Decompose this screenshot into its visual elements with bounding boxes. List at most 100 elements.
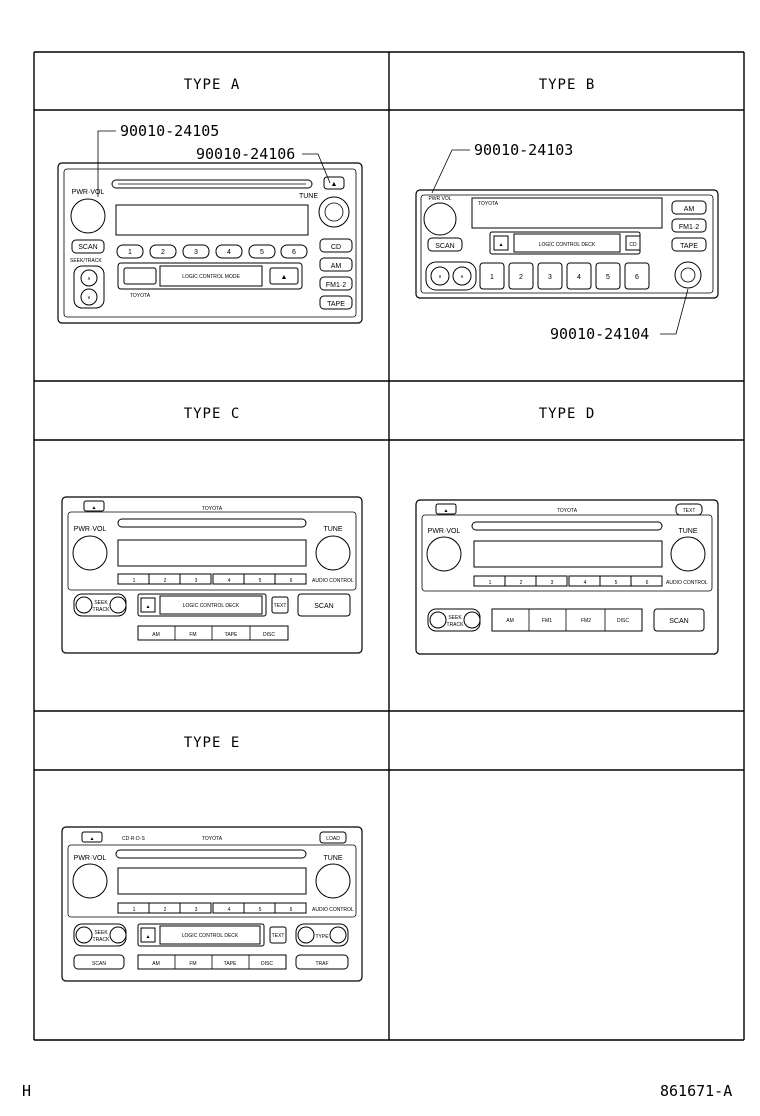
- svg-text:4: 4: [227, 249, 231, 256]
- header-type-a: TYPE A: [184, 77, 241, 93]
- svg-text:TYPE: TYPE: [315, 934, 329, 940]
- svg-text:5: 5: [615, 580, 618, 586]
- eject-icon: ▲: [331, 181, 338, 188]
- header-type-b: TYPE B: [539, 77, 596, 93]
- svg-text:AUDIO CONTROL: AUDIO CONTROL: [666, 580, 708, 586]
- svg-text:▲: ▲: [499, 242, 504, 248]
- svg-text:CD·R·D·S: CD·R·D·S: [122, 836, 145, 842]
- svg-text:4: 4: [228, 907, 231, 913]
- svg-text:4: 4: [228, 578, 231, 584]
- svg-text:AM: AM: [331, 263, 342, 270]
- svg-text:▲: ▲: [90, 836, 95, 842]
- svg-text:SEEK: SEEK: [448, 615, 462, 621]
- svg-text:PWR·VOL: PWR·VOL: [74, 855, 107, 862]
- svg-text:TUNE: TUNE: [678, 528, 697, 535]
- radio-type-b: PWR VOL TOYOTA SCAN ▲ LOGIC CONTROL DECK…: [415, 189, 719, 299]
- svg-text:3: 3: [548, 274, 552, 281]
- svg-text:6: 6: [635, 274, 639, 281]
- svg-text:TEXT: TEXT: [274, 603, 287, 609]
- header-type-c: TYPE C: [184, 406, 241, 422]
- svg-text:SEEK: SEEK: [94, 930, 108, 936]
- svg-text:TEXT: TEXT: [272, 933, 285, 939]
- svg-text:TOYOTA: TOYOTA: [478, 201, 499, 207]
- svg-text:1: 1: [128, 249, 132, 256]
- pwr-vol-knob: [70, 198, 106, 234]
- svg-text:2: 2: [164, 578, 167, 584]
- svg-text:5: 5: [259, 907, 262, 913]
- tune-label: TUNE: [299, 193, 318, 200]
- svg-text:5: 5: [606, 274, 610, 281]
- svg-text:FM: FM: [189, 961, 196, 967]
- svg-text:▲: ▲: [444, 508, 449, 514]
- part-number-b-top: 90010-24103: [474, 141, 573, 159]
- svg-text:FM1: FM1: [542, 618, 552, 624]
- svg-text:▲: ▲: [281, 274, 288, 281]
- svg-text:LOAD: LOAD: [326, 836, 340, 842]
- preset-row-c: 1 2 3 4 5 6: [117, 573, 307, 585]
- svg-text:DISC: DISC: [263, 632, 275, 638]
- svg-text:1: 1: [133, 578, 136, 584]
- svg-text:3: 3: [194, 249, 198, 256]
- svg-text:TOYOTA: TOYOTA: [202, 836, 223, 842]
- svg-text:3: 3: [551, 580, 554, 586]
- svg-text:AM: AM: [152, 632, 160, 638]
- svg-text:∨: ∨: [87, 295, 91, 301]
- svg-text:FM1·2: FM1·2: [326, 282, 346, 289]
- svg-text:SCAN: SCAN: [435, 243, 454, 250]
- svg-text:1: 1: [489, 580, 492, 586]
- preset-row-d: 1 2 3 4 5 6: [473, 575, 663, 587]
- tune-knob: [318, 196, 350, 228]
- svg-text:AM: AM: [506, 618, 514, 624]
- svg-text:1: 1: [490, 274, 494, 281]
- svg-text:TAPE: TAPE: [680, 243, 698, 250]
- svg-text:TRACK: TRACK: [93, 607, 111, 613]
- svg-text:TRAF: TRAF: [315, 961, 328, 967]
- svg-text:SEEK: SEEK: [94, 600, 108, 606]
- svg-text:TRACK: TRACK: [447, 622, 465, 628]
- svg-text:FM1·2: FM1·2: [679, 224, 699, 231]
- svg-text:LOGIC CONTROL DECK: LOGIC CONTROL DECK: [183, 603, 240, 609]
- svg-text:5: 5: [260, 249, 264, 256]
- svg-text:SCAN: SCAN: [314, 603, 333, 610]
- svg-text:AM: AM: [684, 206, 695, 213]
- svg-text:6: 6: [292, 249, 296, 256]
- svg-text:SCAN: SCAN: [92, 961, 106, 967]
- svg-text:PWR·VOL: PWR·VOL: [428, 528, 461, 535]
- svg-text:PWR VOL: PWR VOL: [428, 196, 451, 202]
- footer-drawing-number: 861671-A: [660, 1082, 733, 1100]
- svg-text:2: 2: [519, 274, 523, 281]
- svg-text:LOGIC CONTROL DECK: LOGIC CONTROL DECK: [182, 933, 239, 939]
- svg-text:4: 4: [584, 580, 587, 586]
- radio-type-d: ▲ TOYOTA TEXT PWR·VOL TUNE 1 2 3 4 5 6 A…: [415, 499, 719, 655]
- svg-text:TUNE: TUNE: [323, 526, 342, 533]
- svg-text:∨: ∨: [438, 274, 442, 280]
- svg-text:DISC: DISC: [617, 618, 629, 624]
- svg-text:5: 5: [259, 578, 262, 584]
- svg-text:SCAN: SCAN: [669, 618, 688, 625]
- svg-text:6: 6: [290, 907, 293, 913]
- svg-text:LOGIC CONTROL MODE: LOGIC CONTROL MODE: [182, 274, 240, 280]
- table-grid: [33, 51, 745, 1041]
- preset-row-a: 1 2 3 4 5 6: [116, 244, 308, 259]
- svg-text:▲: ▲: [92, 505, 97, 511]
- svg-text:FM: FM: [189, 632, 196, 638]
- part-number-b-bottom: 90010-24104: [550, 325, 649, 343]
- radio-type-a: ▲ PWR·VOL TUNE 1 2 3 4 5 6 SCAN SEEK/TRA…: [57, 162, 363, 324]
- svg-text:SEEK/TRACK: SEEK/TRACK: [70, 258, 102, 264]
- svg-text:TAPE: TAPE: [225, 632, 238, 638]
- svg-text:TOYOTA: TOYOTA: [130, 293, 151, 299]
- svg-text:2: 2: [520, 580, 523, 586]
- svg-text:PWR·VOL: PWR·VOL: [74, 526, 107, 533]
- pwr-vol-label: PWR·VOL: [72, 189, 105, 196]
- header-type-d: TYPE D: [539, 406, 596, 422]
- svg-text:3: 3: [195, 578, 198, 584]
- footer-left-mark: H: [22, 1082, 32, 1100]
- svg-text:TEXT: TEXT: [683, 508, 696, 514]
- svg-text:TOYOTA: TOYOTA: [557, 508, 578, 514]
- svg-text:AM: AM: [152, 961, 160, 967]
- svg-text:SCAN: SCAN: [78, 244, 97, 251]
- svg-text:3: 3: [195, 907, 198, 913]
- svg-text:TAPE: TAPE: [224, 961, 237, 967]
- svg-text:AUDIO CONTROL: AUDIO CONTROL: [312, 907, 354, 913]
